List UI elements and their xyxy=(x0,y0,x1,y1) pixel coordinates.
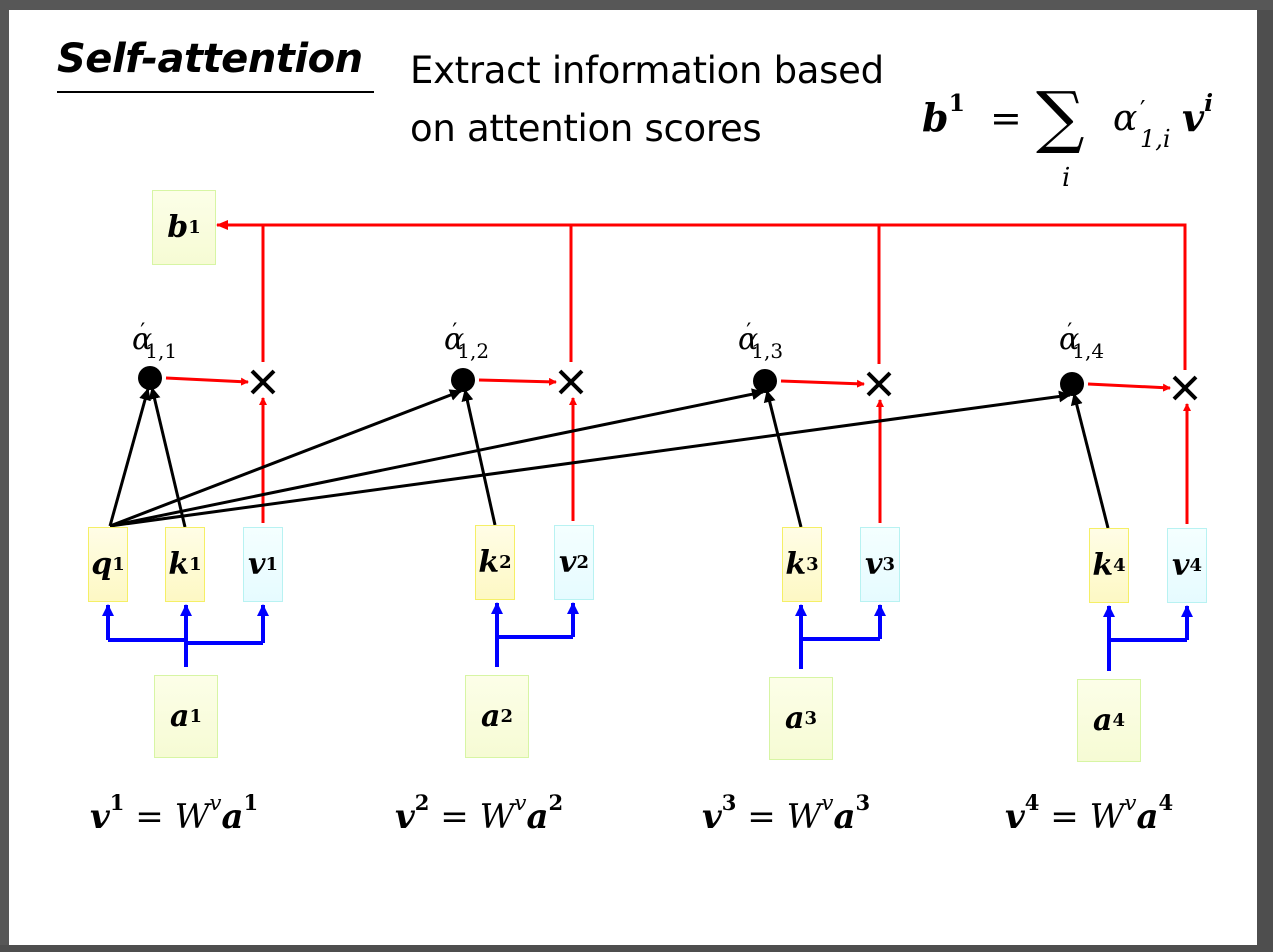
query-to-score-arrow-3 xyxy=(109,388,764,528)
key-to-score-arrow-4 xyxy=(1070,393,1110,529)
sum-index: i xyxy=(1062,163,1071,193)
slide-title: Self-attention xyxy=(57,36,363,82)
key-to-score-arrow-2 xyxy=(461,389,497,526)
alpha-label-3: α′1,3 xyxy=(738,320,784,363)
query-to-score-arrow-4 xyxy=(109,390,1071,528)
multiply-icon-3 xyxy=(866,371,892,397)
score-to-multiply-arrow-4 xyxy=(1087,382,1171,392)
score-to-multiply-arrow-3 xyxy=(780,379,865,388)
equation-3: v3 = Wva3 xyxy=(702,790,871,837)
alpha-label-2: α′1,2 xyxy=(444,320,490,363)
formula-lhs: b1 xyxy=(922,88,965,140)
slide-shadow-bottom xyxy=(0,945,1273,952)
equation-4: v4 = Wva4 xyxy=(1005,790,1174,837)
subtitle-line-2: on attention scores xyxy=(410,107,762,150)
alpha-label-4: α′1,4 xyxy=(1059,320,1105,363)
formula-alpha: α xyxy=(1113,98,1138,139)
attention-score-dot-2 xyxy=(451,368,475,392)
key-to-score-arrow-3 xyxy=(763,390,803,528)
title-underline xyxy=(57,91,374,93)
attention-score-dot-1 xyxy=(138,366,162,390)
formula-alpha-prime: ′ xyxy=(1140,96,1146,124)
equation-1: v1 = Wva1 xyxy=(90,790,259,837)
attention-score-dot-4 xyxy=(1060,372,1084,396)
multiply-icon-1 xyxy=(250,369,276,395)
formula-equals: = xyxy=(990,96,1022,140)
score-to-multiply-arrow-1 xyxy=(165,376,249,386)
subtitle-line-1: Extract information based xyxy=(410,49,884,92)
output-symbol: b xyxy=(167,210,189,245)
sum-symbol: ∑ xyxy=(1036,78,1085,157)
slide-subtitle: Extract information based on attention s… xyxy=(410,42,884,158)
score-to-multiply-arrow-2 xyxy=(478,377,557,386)
slide-canvas xyxy=(9,10,1257,945)
attention-score-dot-3 xyxy=(753,369,777,393)
multiply-icon-4 xyxy=(1172,375,1198,401)
query-to-score-arrow-2 xyxy=(109,389,462,528)
key-to-score-arrow-1 xyxy=(148,387,187,528)
slide-shadow-right xyxy=(1257,10,1273,952)
alpha-label-1: α′1,1 xyxy=(132,320,178,363)
multiply-icon-2 xyxy=(558,369,584,395)
equation-2: v2 = Wva2 xyxy=(395,790,564,837)
formula-v: vi xyxy=(1182,88,1214,140)
formula-alpha-sub: 1,i xyxy=(1140,125,1171,153)
query-to-score-arrow-1 xyxy=(108,388,151,527)
